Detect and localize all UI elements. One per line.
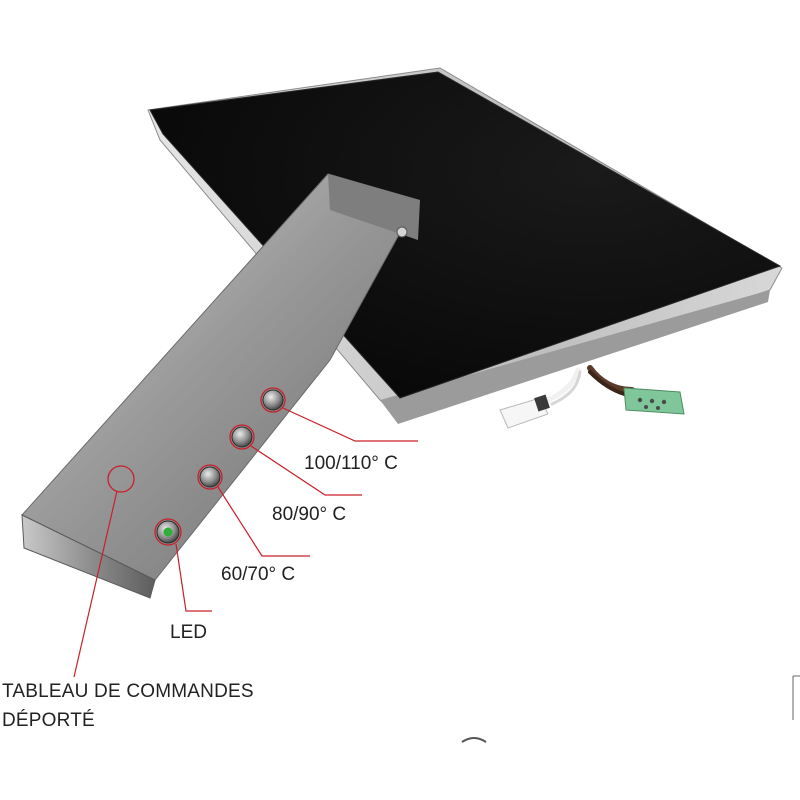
button-100-110[interactable] — [262, 389, 284, 411]
led-green-dot — [163, 527, 173, 537]
button-60-70[interactable] — [199, 466, 221, 488]
label-led: LED — [170, 622, 207, 643]
hob-side-edge — [380, 290, 770, 424]
panel-front-face — [21, 514, 156, 599]
callout-circle-panel — [107, 465, 135, 493]
remote-control-panel — [21, 173, 420, 599]
button-80-90[interactable] — [231, 426, 253, 448]
callout-lines — [73, 407, 418, 678]
leader-60-70 — [217, 486, 310, 557]
panel-screw-icon — [396, 226, 408, 238]
leader-led — [175, 543, 212, 612]
callout-markers — [107, 387, 286, 546]
label-60-70: 60/70° C — [221, 564, 295, 585]
callout-circle-80-90 — [229, 424, 255, 450]
edge-mark — [792, 675, 800, 720]
bottom-arc-mark — [461, 737, 487, 743]
panel-top-face — [21, 173, 419, 581]
label-control-panel-line2: DÉPORTÉ — [2, 710, 95, 731]
panel-end-face — [328, 174, 420, 240]
label-control-panel-line1: TABLEAU DE COMMANDES — [2, 681, 254, 702]
leader-panel — [73, 490, 118, 678]
power-cables — [545, 365, 636, 406]
callout-circle-100-110 — [260, 387, 286, 413]
white-connector — [499, 394, 550, 429]
hob-glass-top — [149, 71, 782, 399]
induction-hob — [147, 67, 783, 424]
callout-circle-led — [154, 518, 182, 546]
leader-100-110 — [282, 407, 418, 442]
label-80-90: 80/90° C — [272, 504, 346, 525]
callout-circle-60-70 — [197, 464, 223, 490]
green-connector — [623, 387, 685, 415]
label-100-110: 100/110° C — [304, 453, 398, 474]
leader-80-90 — [250, 445, 362, 496]
